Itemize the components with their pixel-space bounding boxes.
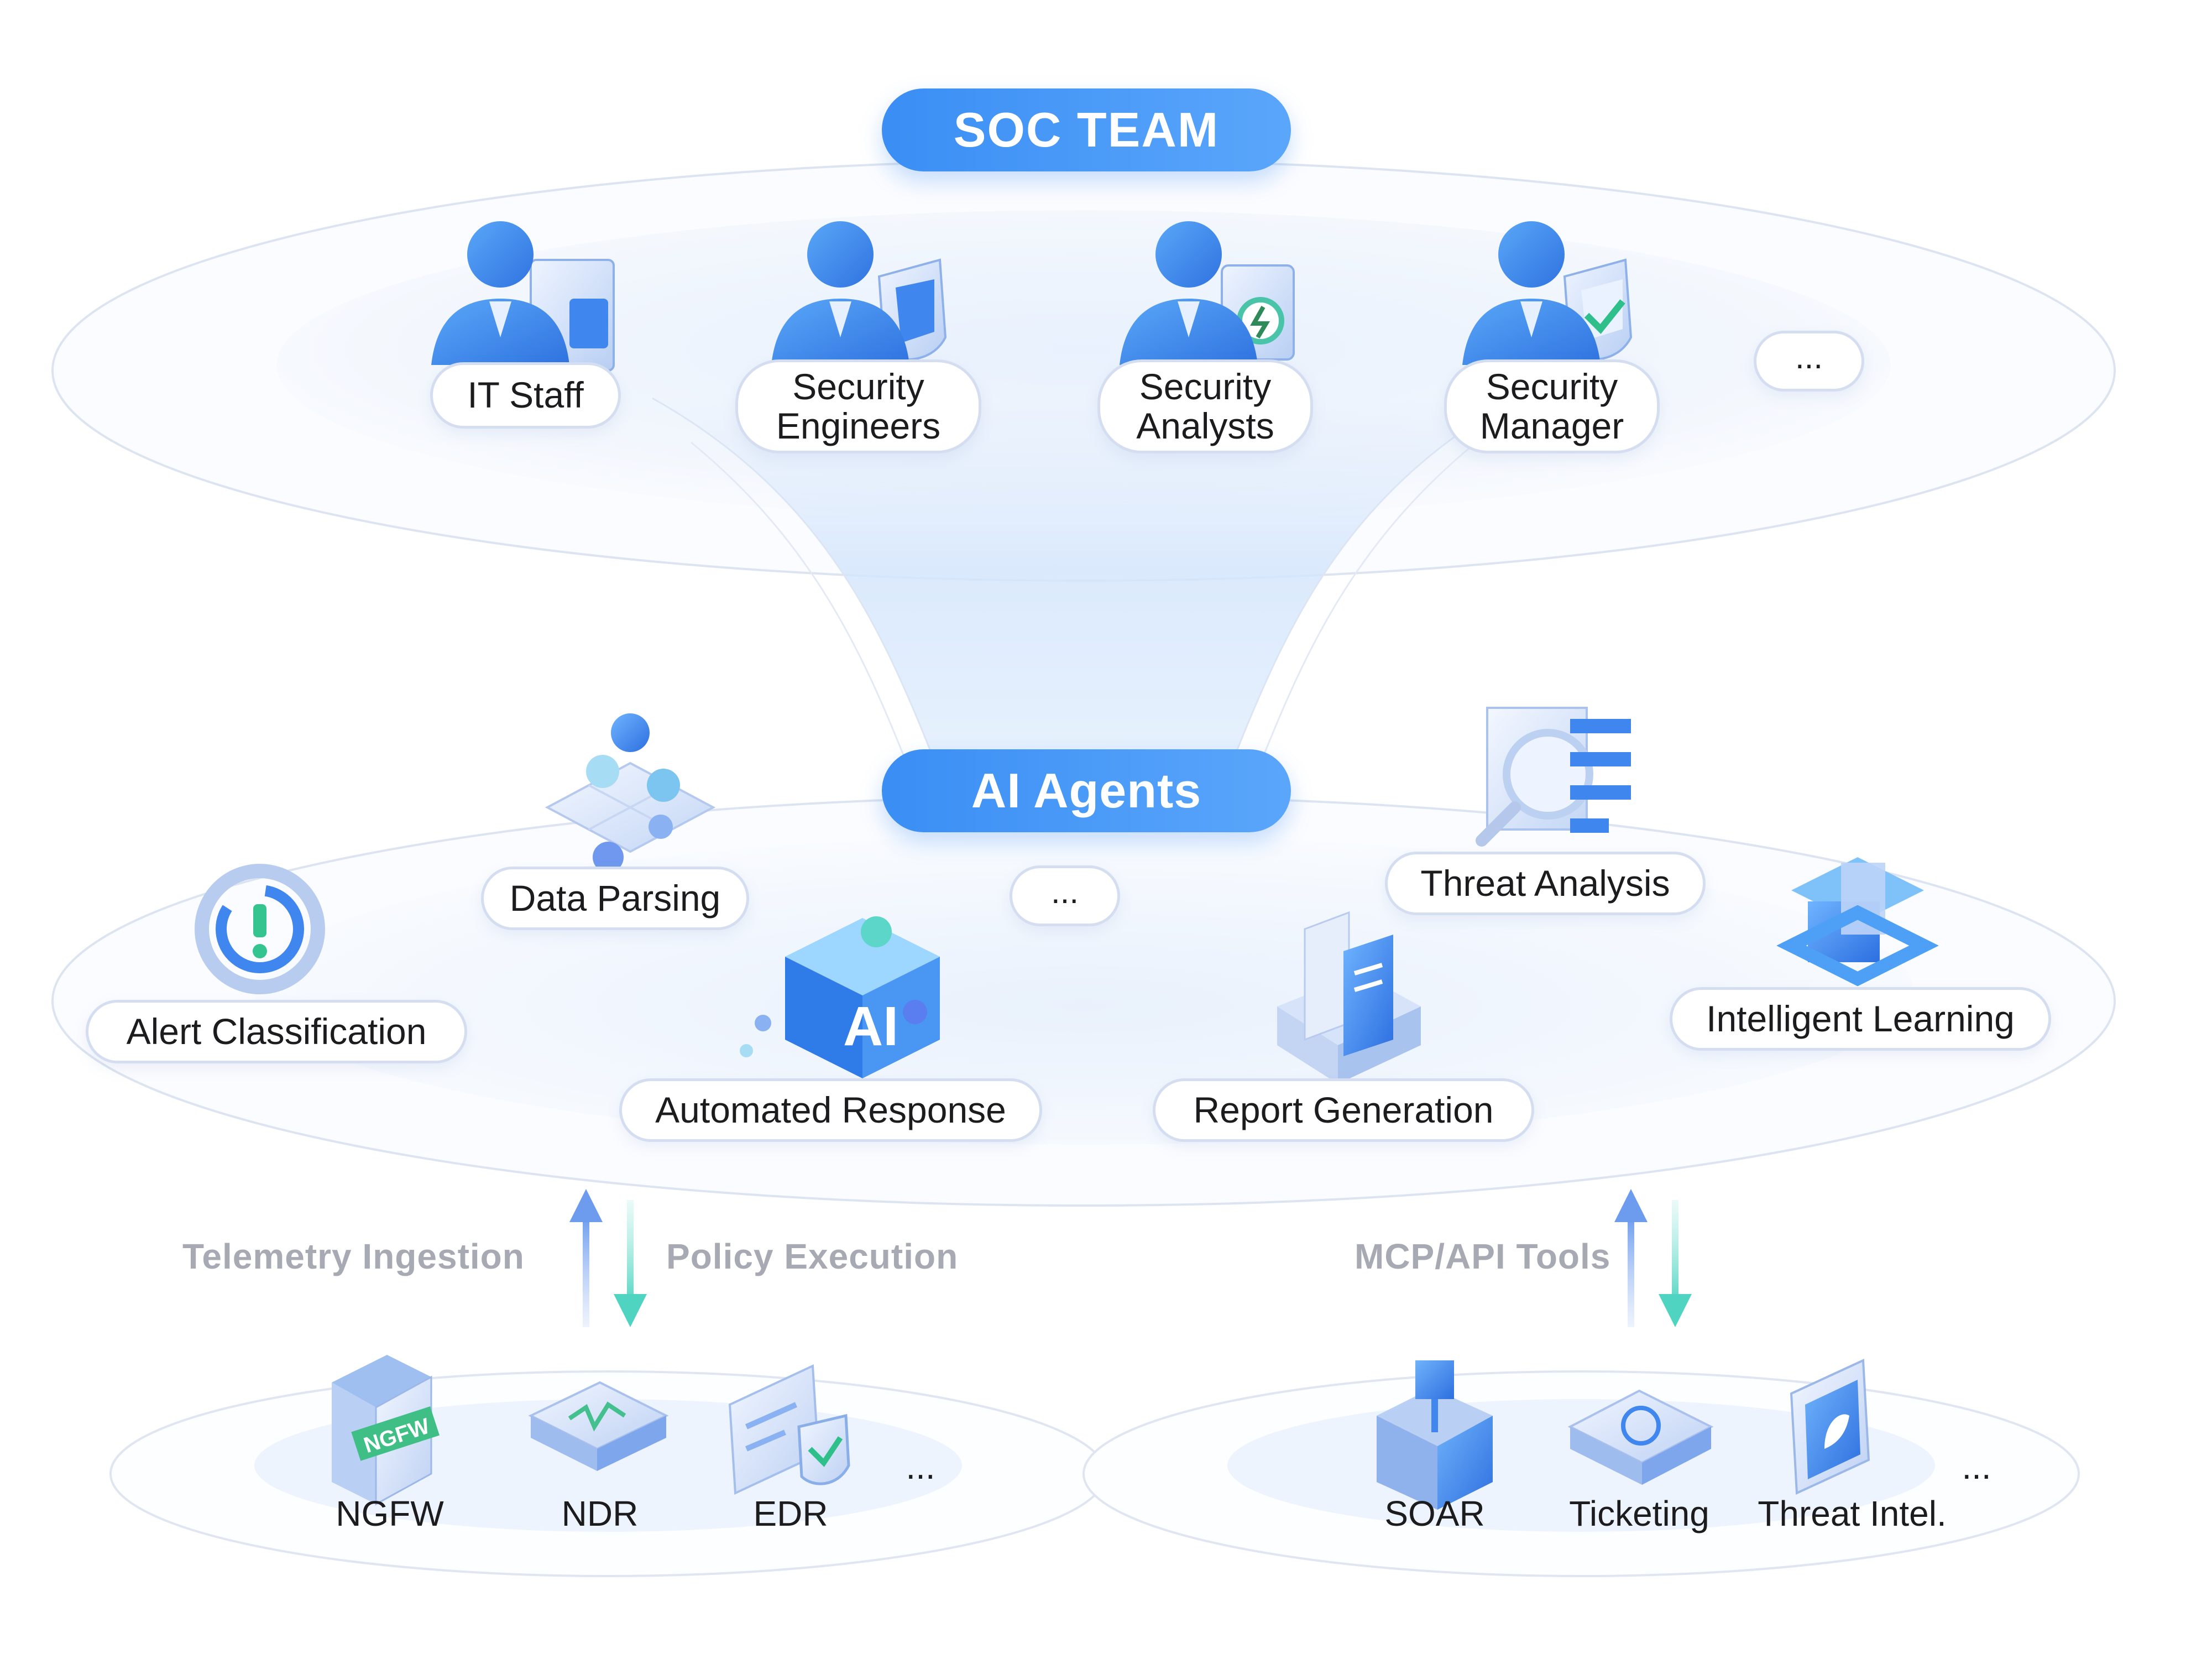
- agent-label: Threat Analysis: [1420, 862, 1670, 904]
- ticketing-icon: [1567, 1389, 1714, 1485]
- agent-threat-analysis: Threat Analysis: [1385, 852, 1706, 915]
- team-label: IT Staff: [467, 374, 584, 416]
- security-manager-icon: [1462, 221, 1633, 365]
- ai-cube-icon: AI: [740, 916, 940, 1078]
- data-parsing-icon: [545, 713, 716, 873]
- security-engineer-icon: [771, 221, 947, 365]
- team-label-line-1: Security: [792, 366, 924, 407]
- ai-icon-text: AI: [843, 995, 898, 1057]
- learning-icon: [1776, 857, 1939, 987]
- agent-automated-response: Automated Response: [619, 1078, 1042, 1142]
- up-arrow-icon: [569, 1189, 603, 1222]
- threat-analysis-icon: [1476, 707, 1631, 847]
- up-arrow-icon: [1614, 1189, 1648, 1222]
- agent-alert-classification: Alert Classification: [86, 1000, 467, 1063]
- agent-report-generation: Report Generation: [1153, 1078, 1534, 1142]
- source-ndr-label: NDR: [561, 1494, 639, 1533]
- team-security-analysts: Security Analysts: [1097, 359, 1313, 453]
- tool-threat-intel-label: Threat Intel.: [1758, 1494, 1947, 1533]
- soc-team-header: SOC TEAM: [882, 88, 1291, 171]
- agent-data-parsing: Data Parsing: [481, 867, 749, 930]
- telemetry-ingestion-label: Telemetry Ingestion: [182, 1237, 525, 1276]
- down-arrow-icon: [614, 1294, 647, 1327]
- team-label-line-1: Security: [1139, 366, 1272, 407]
- network-device-icon: [528, 1381, 669, 1471]
- team-label-line-2: Engineers: [776, 405, 941, 446]
- team-security-engineers: Security Engineers: [735, 359, 981, 453]
- agent-intelligent-learning: Intelligent Learning: [1670, 987, 2051, 1051]
- alert-icon: [195, 864, 325, 994]
- agent-label: Data Parsing: [509, 877, 721, 919]
- source-edr-label: EDR: [753, 1494, 828, 1533]
- firewall-icon: NGFW: [332, 1355, 440, 1506]
- security-analyst-icon: [1120, 221, 1295, 365]
- soar-icon: [1377, 1360, 1493, 1510]
- ai-agents-header: AI Agents: [882, 749, 1291, 832]
- team-label-line-2: Manager: [1479, 405, 1624, 446]
- report-icon: [1277, 911, 1421, 1084]
- agent-label: Alert Classification: [126, 1010, 427, 1052]
- threat-intel-icon: [1790, 1358, 1870, 1495]
- source-more-label: ...: [906, 1447, 935, 1486]
- more-label: ...: [1795, 338, 1823, 375]
- mcp-api-tools-label: MCP/API Tools: [1355, 1237, 1611, 1276]
- agent-label: Intelligent Learning: [1706, 998, 2015, 1039]
- team-security-manager: Security Manager: [1444, 359, 1660, 453]
- funnel-shape: [652, 398, 1515, 774]
- tool-more-label: ...: [1962, 1447, 1991, 1486]
- team-label-line-1: Security: [1486, 366, 1618, 407]
- endpoint-icon: [728, 1364, 850, 1495]
- tool-soar-label: SOAR: [1384, 1494, 1485, 1533]
- it-staff-icon: [431, 221, 615, 372]
- source-ngfw-label: NGFW: [336, 1494, 444, 1533]
- team-label-line-2: Analysts: [1136, 405, 1274, 446]
- agent-label: Report Generation: [1193, 1089, 1494, 1130]
- tool-ticketing-label: Ticketing: [1569, 1494, 1709, 1533]
- agent-more: ...: [1010, 865, 1120, 926]
- team-more: ...: [1754, 331, 1864, 392]
- down-arrow-icon: [1659, 1294, 1692, 1327]
- agent-label: Automated Response: [655, 1089, 1006, 1130]
- team-it-staff: IT Staff: [430, 362, 621, 429]
- more-label: ...: [1050, 873, 1079, 910]
- policy-execution-label: Policy Execution: [666, 1237, 959, 1276]
